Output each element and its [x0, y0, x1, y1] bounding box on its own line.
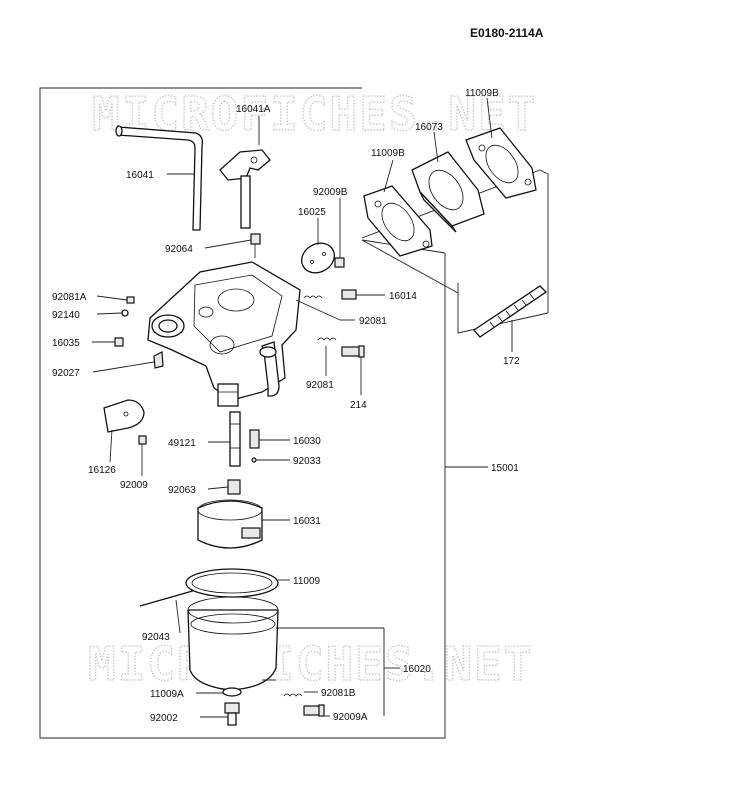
- label-92081-lower: 92081: [306, 380, 334, 391]
- drain-screw-parts: [283, 693, 325, 717]
- stud-bolt-part: [473, 285, 548, 338]
- label-49121: 49121: [168, 438, 196, 449]
- label-16020: 16020: [403, 664, 431, 675]
- label-16073: 16073: [415, 122, 443, 133]
- label-11009B-left: 11009B: [371, 148, 405, 159]
- label-92140: 92140: [52, 310, 80, 321]
- label-92064: 92064: [165, 244, 193, 255]
- float-part: [197, 499, 263, 549]
- label-92027: 92027: [52, 368, 80, 379]
- label-92002: 92002: [150, 713, 178, 724]
- label-16031: 16031: [293, 516, 321, 527]
- part-labels: 16041A 16041 92064 92081A 92140 16035 92…: [52, 88, 520, 724]
- label-16041: 16041: [126, 170, 154, 181]
- label-92033: 92033: [293, 456, 321, 467]
- choke-shaft-part: [115, 125, 204, 231]
- label-214: 214: [350, 400, 367, 411]
- screw-92064-part: [250, 233, 261, 258]
- throttle-plate-part: [103, 399, 145, 433]
- label-92009: 92009: [120, 480, 148, 491]
- label-11009: 11009: [293, 576, 321, 587]
- float-bowl-part: [187, 596, 279, 691]
- label-172: 172: [503, 356, 520, 367]
- left-small-parts: [114, 296, 164, 445]
- label-92043: 92043: [142, 632, 170, 643]
- label-92081-upper: 92081: [359, 316, 387, 327]
- choke-plate-part: [301, 242, 345, 274]
- label-15001: 15001: [491, 463, 519, 474]
- bowl-gasket-part: [185, 568, 279, 598]
- watermark-bottom: MICROFICHES.NET: [88, 637, 533, 691]
- label-11009A: 11009A: [150, 689, 184, 700]
- jet-part: [249, 429, 260, 463]
- label-92081B: 92081B: [321, 688, 356, 699]
- label-16126: 16126: [88, 465, 116, 476]
- label-92009B: 92009B: [313, 187, 348, 198]
- label-92081A: 92081A: [52, 292, 87, 303]
- float-pin-part: [139, 589, 197, 607]
- label-16025: 16025: [298, 207, 326, 218]
- label-16030: 16030: [293, 436, 321, 447]
- drain-bolt-parts: [222, 687, 242, 726]
- nozzle-92063-part: [227, 479, 241, 495]
- label-92063: 92063: [168, 485, 196, 496]
- right-small-parts: [303, 289, 365, 358]
- insulator-and-gaskets: [363, 127, 537, 257]
- label-16035: 16035: [52, 338, 80, 349]
- label-11009B-top: 11009B: [465, 88, 499, 99]
- label-92009A: 92009A: [333, 712, 368, 723]
- diagram-code: E0180-2114A: [470, 26, 544, 40]
- leader-lines: [92, 97, 513, 718]
- choke-lever-part: [219, 149, 271, 229]
- label-16014: 16014: [389, 291, 417, 302]
- carburetor-body-part: [147, 261, 301, 407]
- label-16041A: 16041A: [236, 104, 271, 115]
- emulsion-tube-part: [229, 411, 241, 467]
